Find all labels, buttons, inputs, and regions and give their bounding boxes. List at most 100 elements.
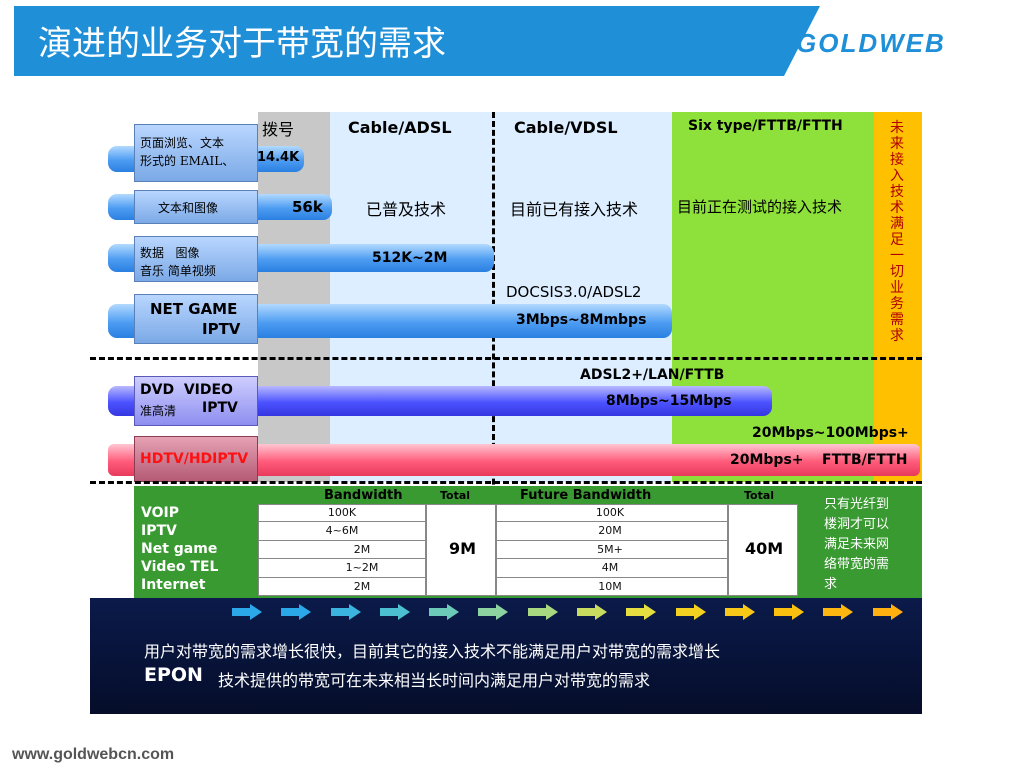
future-row-line	[496, 521, 728, 522]
bandwidth-cell: 2M	[353, 580, 371, 593]
arrow-icon	[823, 604, 854, 620]
table-header-total: Total	[440, 489, 471, 502]
fiber-note-line: 求	[824, 577, 838, 592]
vertical-divider	[492, 112, 495, 592]
future-bandwidth-cell: 10M	[598, 580, 622, 593]
table-service-internet: Internet	[141, 577, 206, 593]
rate-label-56k: 56k	[292, 198, 323, 216]
fiber-note-line: 楼洞才可以	[824, 517, 890, 532]
vdsl-status: 目前已有接入技术	[510, 200, 639, 219]
tech-docsis: DOCSIS3.0/ADSL2	[506, 283, 642, 301]
future-vertical-label: 未来接入技术满足一切业务需求	[890, 120, 904, 344]
rate-label-20m: 20Mbps+	[730, 452, 804, 468]
service-box-dvd	[134, 376, 258, 426]
bandwidth-row-line	[258, 521, 426, 522]
future-bandwidth-column	[496, 504, 728, 596]
arrow-icon	[626, 604, 657, 620]
banner-line2: 技术提供的带宽可在未来相当长时间内满足用户对带宽的需求	[218, 671, 651, 690]
bandwidth-row-line	[258, 558, 426, 559]
bandwidth-cell: 2M	[353, 543, 371, 556]
arrow-icon	[232, 604, 262, 620]
bandwidth-column	[258, 504, 426, 596]
future-total-value: 40M	[745, 539, 784, 558]
rate-label-8m: 8Mbps~15Mbps	[606, 393, 732, 409]
arrow-icon	[379, 604, 410, 620]
future-row-line	[496, 577, 728, 578]
arrow-row	[232, 602, 922, 622]
service-dvd-line2a: 准高清	[140, 404, 177, 418]
header-logo-area	[778, 6, 1014, 76]
service-box-text-image	[134, 190, 258, 224]
rate-label-20m-100m: 20Mbps~100Mbps+	[752, 425, 909, 441]
arrow-icon	[429, 604, 460, 620]
service-web-line1: 页面浏览、文本	[140, 136, 225, 150]
dialup-column	[258, 112, 330, 482]
total-column	[426, 504, 496, 596]
tech-fttb-ftth: FTTB/FTTH	[822, 452, 908, 468]
bandwidth-row-line	[258, 577, 426, 578]
service-web-line2: 形式的 EMAIL、	[140, 154, 235, 168]
horizontal-divider-1	[90, 357, 922, 360]
summary-banner	[90, 598, 922, 714]
bandwidth-row-line	[258, 540, 426, 541]
cable-vdsl-header: Cable/VDSL	[514, 118, 618, 137]
future-total-column	[728, 504, 798, 596]
service-box-hdtv	[134, 436, 258, 482]
table-header-bandwidth: Bandwidth	[324, 488, 403, 503]
fttb-header: Six type/FTTB/FTTH	[688, 118, 843, 134]
table-header-future: Future Bandwidth	[520, 488, 652, 503]
fiber-note-line: 络带宽的需	[824, 557, 890, 572]
bandwidth-cell: 100K	[327, 506, 357, 519]
service-box-media	[134, 236, 258, 282]
bandwidth-cell: 1~2M	[345, 561, 379, 574]
service-media-line1: 数据 图像	[140, 246, 200, 260]
service-box-web	[134, 124, 258, 182]
footer-url: www.goldwebcn.com	[12, 746, 175, 763]
service-netgame-line2: IPTV	[202, 320, 241, 338]
banner-epon: EPON	[144, 664, 203, 686]
future-bandwidth-cell: 5M+	[597, 543, 623, 556]
dialup-header: 拨号	[262, 120, 295, 139]
future-row-line	[496, 558, 728, 559]
future-bandwidth-cell: 100K	[595, 506, 625, 519]
arrow-icon	[281, 604, 312, 620]
table-service-netgame: Net game	[141, 541, 218, 557]
arrow-icon	[675, 604, 706, 620]
arrow-icon	[872, 604, 903, 620]
bandwidth-cell: 4~6M	[325, 524, 359, 537]
rate-label-14k: 14.4K	[257, 150, 300, 165]
company-logo: GOLDWEB	[796, 28, 946, 58]
adsl-column	[330, 112, 672, 482]
service-hdtv-label: HDTV/HDIPTV	[140, 451, 249, 467]
table-service-iptv: IPTV	[141, 523, 177, 539]
service-box-netgame	[134, 294, 258, 344]
arrow-icon	[330, 604, 361, 620]
arrow-icon	[724, 604, 755, 620]
arrow-icon	[774, 604, 805, 620]
tech-adsl2plus: ADSL2+/LAN/FTTB	[580, 367, 725, 383]
rate-label-512k: 512K~2M	[372, 250, 448, 266]
fiber-note-line: 满足未来网	[824, 537, 890, 552]
service-text-image-label: 文本和图像	[158, 201, 219, 215]
rate-label-3m: 3Mbps~8Mmbps	[516, 312, 647, 328]
fttb-status: 目前正在测试的接入技术	[677, 198, 843, 216]
table-service-videotel: Video TEL	[141, 559, 219, 575]
future-bandwidth-cell: 4M	[601, 561, 619, 574]
cable-adsl-header: Cable/ADSL	[348, 118, 452, 137]
fttb-column	[672, 112, 874, 482]
future-column	[874, 112, 922, 482]
arrow-icon	[478, 604, 509, 620]
page-title: 演进的业务对于带宽的需求	[38, 24, 446, 64]
horizontal-divider-2	[90, 481, 922, 484]
fiber-note-line: 只有光纤到	[824, 497, 890, 512]
banner-line1: 用户对带宽的需求增长很快，目前其它的接入技术不能满足用户对带宽的需求增长	[144, 642, 721, 661]
service-netgame-line1: NET GAME	[150, 300, 238, 318]
service-dvd-line2b: IPTV	[202, 400, 238, 416]
table-service-voip: VOIP	[141, 505, 179, 521]
total-value: 9M	[449, 539, 477, 558]
arrow-icon	[577, 604, 607, 620]
future-row-line	[496, 540, 728, 541]
adsl-status: 已普及技术	[366, 200, 447, 219]
future-bandwidth-cell: 20M	[598, 524, 622, 537]
arrow-icon	[527, 604, 558, 620]
